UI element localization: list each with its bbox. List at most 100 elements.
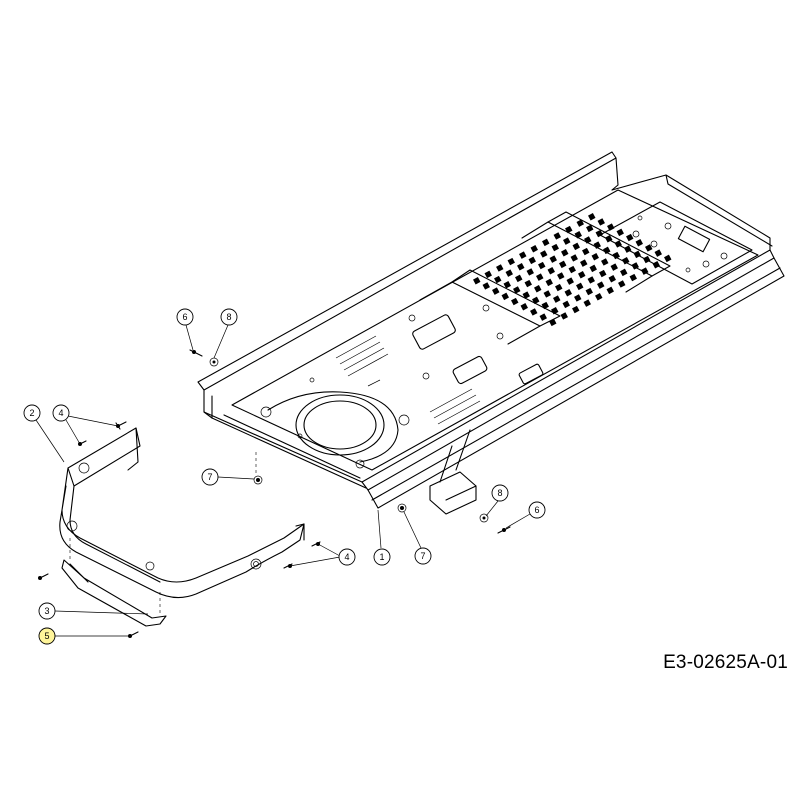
grid-hole bbox=[520, 303, 528, 311]
grid-hole bbox=[494, 275, 502, 284]
grid-hole bbox=[599, 269, 607, 278]
grid-hole bbox=[513, 286, 521, 294]
bumper-bar bbox=[59, 427, 305, 599]
callout-label: 1 bbox=[379, 552, 384, 562]
callout-2[interactable]: 2 bbox=[23, 404, 65, 463]
grid-hole bbox=[583, 299, 591, 307]
grid-hole bbox=[501, 292, 509, 301]
callout-6-upper[interactable]: 6 bbox=[176, 308, 194, 351]
grid-hole bbox=[484, 270, 492, 279]
callout-label: 4 bbox=[58, 408, 63, 418]
grid-hole bbox=[543, 290, 551, 298]
callout-6-lower[interactable]: 6 bbox=[505, 501, 546, 529]
grid-hole bbox=[511, 297, 519, 306]
callout-label: 6 bbox=[182, 312, 187, 322]
callout-7-right[interactable]: 7 bbox=[403, 511, 432, 565]
grid-hole bbox=[585, 287, 593, 296]
callout-4-lower[interactable]: 4 bbox=[289, 543, 356, 567]
grid-hole bbox=[549, 255, 557, 263]
grid-hole bbox=[643, 255, 651, 264]
grid-hole bbox=[576, 282, 584, 291]
grid-hole bbox=[570, 254, 578, 262]
grid-hole bbox=[654, 249, 662, 257]
grid-hole bbox=[641, 267, 649, 275]
grid-hole bbox=[526, 268, 534, 276]
grid-hole bbox=[559, 260, 567, 269]
grid-hole bbox=[530, 245, 538, 253]
front-floor-plate bbox=[260, 304, 544, 515]
grid-hole bbox=[612, 251, 620, 260]
grid-hole bbox=[507, 257, 515, 266]
grid-hole bbox=[545, 278, 553, 287]
grid-hole bbox=[589, 264, 597, 273]
grid-hole bbox=[601, 258, 609, 266]
grid-hole bbox=[560, 312, 568, 320]
grid-hole bbox=[503, 281, 511, 289]
grid-hole bbox=[607, 223, 615, 231]
grid-hole bbox=[538, 261, 546, 270]
callout-label: 2 bbox=[29, 408, 34, 418]
grid-hole bbox=[482, 282, 490, 290]
callouts: 1 2 3 4 4 5 6 6 7 7 8 8 bbox=[23, 308, 546, 645]
grid-hole bbox=[557, 272, 565, 280]
callout-label: 4 bbox=[344, 552, 349, 562]
grid-hole bbox=[633, 250, 641, 259]
grid-hole bbox=[608, 275, 616, 283]
grid-hole bbox=[540, 250, 548, 258]
grid-hole bbox=[551, 307, 559, 315]
callout-8-upper[interactable]: 8 bbox=[213, 308, 238, 359]
bumper-strap bbox=[61, 559, 167, 627]
callout-label: 8 bbox=[497, 488, 502, 498]
grid-hole bbox=[574, 231, 582, 239]
callout-1[interactable]: 1 bbox=[373, 509, 391, 566]
callout-label: 5 bbox=[44, 631, 49, 641]
grid-hole bbox=[568, 265, 576, 274]
callout-5[interactable]: 5 bbox=[38, 627, 130, 645]
grid-hole bbox=[603, 246, 611, 255]
grid-hole bbox=[542, 238, 550, 247]
grid-hole bbox=[597, 218, 605, 226]
grid-hole bbox=[616, 228, 624, 237]
grid-hole bbox=[595, 293, 603, 301]
grid-hole bbox=[606, 286, 614, 295]
grid-hole bbox=[515, 274, 523, 283]
grid-hole bbox=[576, 219, 584, 227]
grid-hole bbox=[597, 281, 605, 289]
grid-hole bbox=[588, 213, 596, 221]
grid-hole bbox=[578, 271, 586, 279]
assembly-lines bbox=[69, 452, 257, 616]
grid-hole bbox=[572, 305, 580, 314]
grid-hole bbox=[631, 262, 639, 270]
grid-hole bbox=[587, 276, 595, 284]
callout-label: 3 bbox=[44, 606, 49, 616]
callout-4-upper[interactable]: 4 bbox=[52, 404, 119, 445]
callout-7-left[interactable]: 7 bbox=[201, 468, 255, 486]
grid-hole bbox=[574, 294, 582, 302]
grid-hole bbox=[553, 232, 561, 240]
grid-hole bbox=[620, 268, 628, 277]
grid-hole bbox=[591, 253, 599, 261]
perforated-grid bbox=[473, 213, 672, 327]
grid-hole bbox=[563, 237, 571, 245]
grid-hole bbox=[572, 242, 580, 251]
grid-hole bbox=[582, 247, 590, 256]
grid-hole bbox=[593, 241, 601, 249]
grid-hole bbox=[534, 285, 542, 293]
callout-3[interactable]: 3 bbox=[38, 602, 149, 620]
grid-hole bbox=[492, 287, 500, 295]
grid-hole bbox=[645, 244, 653, 252]
grid-hole bbox=[505, 269, 513, 277]
callout-8-lower[interactable]: 8 bbox=[485, 484, 509, 517]
grid-hole bbox=[622, 257, 630, 265]
grid-hole bbox=[536, 273, 544, 281]
grid-hole bbox=[626, 233, 634, 242]
grid-hole bbox=[595, 229, 603, 238]
grid-hole bbox=[561, 249, 569, 257]
grid-hole bbox=[532, 296, 540, 305]
grid-hole bbox=[555, 283, 563, 292]
frame-assembly bbox=[197, 151, 785, 509]
grid-hole bbox=[624, 245, 632, 253]
grid-hole bbox=[652, 261, 660, 269]
grid-hole bbox=[565, 225, 573, 234]
